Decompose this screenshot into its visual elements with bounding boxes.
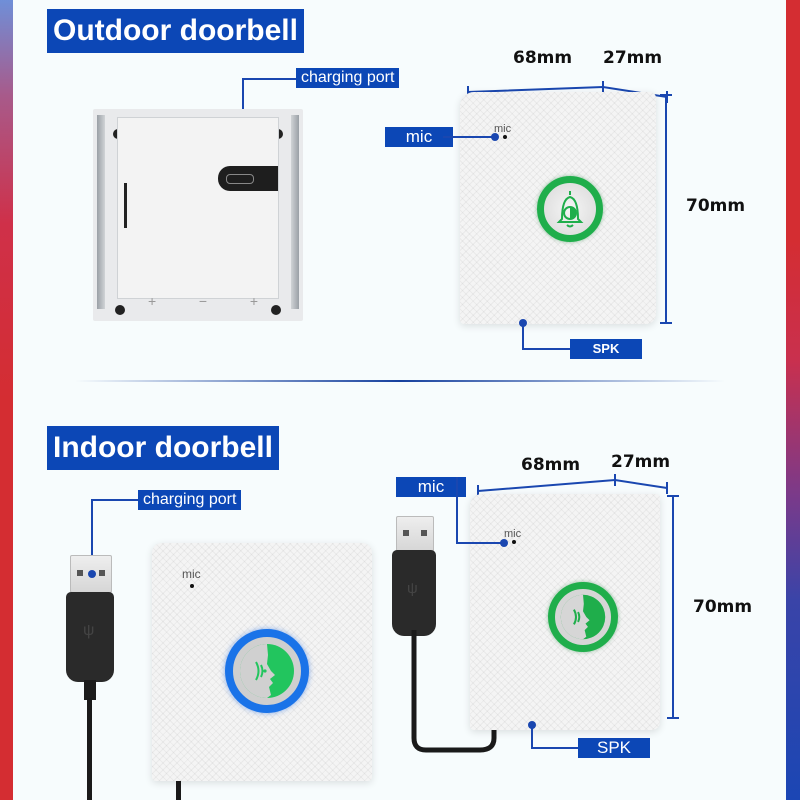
battery-cover: [117, 117, 279, 299]
right-edge-gradient-bar: [786, 0, 800, 800]
outdoor-height-dimension: 70mm: [686, 196, 746, 216]
usb-c-charging-port-icon: [218, 166, 278, 191]
outdoor-charging-port-label: charging port: [296, 68, 400, 88]
voice-icon: [560, 594, 606, 640]
mic-hole-icon: [190, 584, 194, 588]
receiver-power-cable: [176, 781, 181, 800]
outdoor-spk-label: SPK: [570, 339, 642, 359]
outdoor-mic-leader: [443, 136, 495, 138]
receiver-voice-button[interactable]: [548, 582, 618, 652]
indoor-mic-leader-v: [456, 477, 458, 544]
usb-cable: [87, 698, 92, 800]
device-mic-print: mic: [494, 123, 512, 135]
outdoor-doorbell-front-view: mic: [460, 92, 656, 324]
outdoor-mic-dot: [491, 133, 499, 141]
usb-strain-relief: [84, 680, 96, 700]
usb-plug-housing: ψ: [66, 592, 114, 682]
usb-symbol-icon: ψ: [407, 580, 418, 597]
outdoor-spk-leader-h: [522, 348, 572, 350]
usb-a-plug-metal: [396, 516, 434, 552]
indoor-charging-port-leader-v: [91, 499, 93, 574]
indoor-mic-leader-h: [456, 542, 504, 544]
cover-slot: [124, 183, 127, 228]
outdoor-width-dimension: 68mm: [513, 48, 573, 68]
outdoor-doorbell-back-view: + − +: [93, 109, 303, 321]
indoor-mic-label: mic: [396, 477, 466, 497]
indoor-charging-port-leader-h: [91, 499, 138, 501]
back-frame-left-rail: [97, 115, 105, 309]
outdoor-spk-leader-v: [522, 323, 524, 350]
receiver-voice-button[interactable]: [225, 629, 309, 713]
device-mic-print: mic: [504, 528, 522, 540]
screw-hole-icon: [115, 305, 125, 315]
indoor-charging-port-dot: [88, 570, 96, 578]
back-frame-right-rail: [291, 115, 299, 309]
indoor-doorbell-receiver-right: mic: [470, 494, 660, 730]
mic-hole-icon: [503, 135, 507, 139]
outdoor-depth-dimension: 27mm: [603, 48, 663, 68]
indoor-dimension-lines: [477, 474, 679, 719]
voice-icon: [240, 644, 294, 698]
indoor-charging-port-label: charging port: [138, 490, 242, 510]
section-divider: [75, 380, 725, 382]
bell-icon: [556, 191, 584, 228]
device-mic-print: mic: [182, 567, 201, 581]
outdoor-section-title: Outdoor doorbell: [47, 9, 304, 53]
indoor-spk-label: SPK: [578, 738, 650, 758]
indoor-doorbell-receiver-left: mic: [152, 543, 372, 781]
battery-polarity-markings: + − +: [148, 293, 258, 309]
indoor-spk-leader-v: [531, 725, 533, 749]
mic-hole-icon: [512, 540, 516, 544]
indoor-spk-leader-h: [531, 747, 579, 749]
indoor-height-dimension: 70mm: [693, 597, 753, 617]
usb-cable: [411, 630, 497, 753]
outdoor-mic-label: mic: [385, 127, 453, 147]
outdoor-charging-port-leader-h: [242, 78, 296, 80]
usb-plug-housing: ψ: [392, 550, 436, 636]
indoor-mic-dot: [500, 539, 508, 547]
indoor-depth-dimension: 27mm: [611, 452, 671, 472]
left-edge-gradient-bar: [0, 0, 13, 800]
indoor-section-title: Indoor doorbell: [47, 426, 279, 470]
indoor-width-dimension: 68mm: [521, 455, 581, 475]
screw-hole-icon: [271, 305, 281, 315]
usb-symbol-icon: ψ: [83, 622, 95, 639]
doorbell-call-button[interactable]: [537, 176, 603, 242]
